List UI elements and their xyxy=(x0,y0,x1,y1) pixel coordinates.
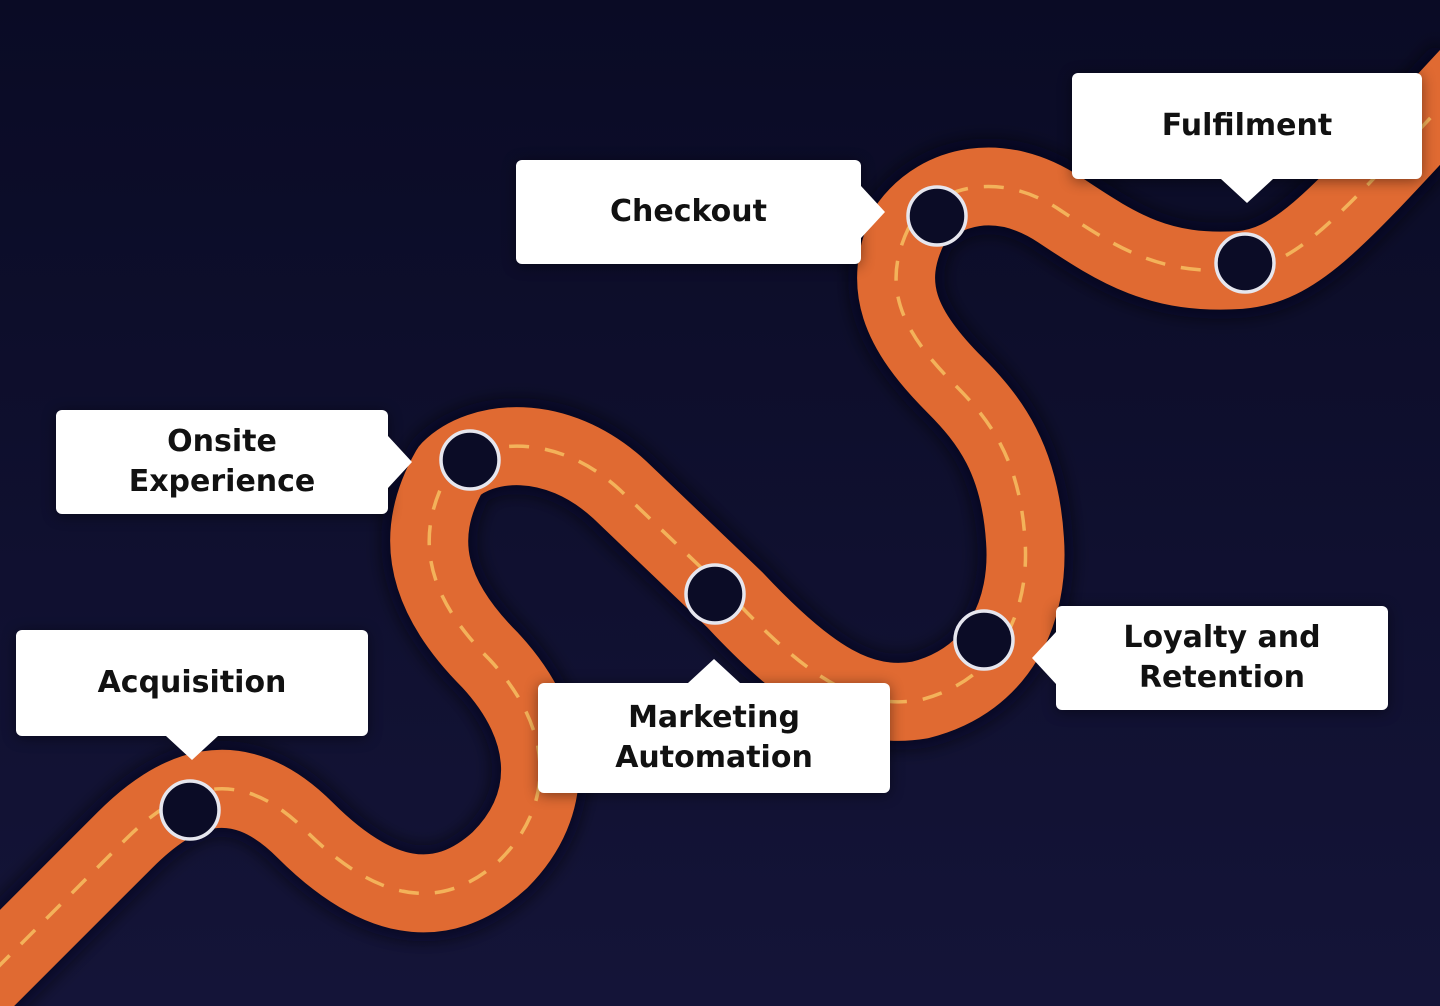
callout-onsite: Onsite Experience xyxy=(56,410,412,514)
callout-label: Loyalty and Retention xyxy=(1123,620,1321,695)
milestone-loyalty-marker xyxy=(953,609,1015,671)
callout-label: Fulfilment xyxy=(1161,108,1333,143)
callout-pointer xyxy=(388,436,412,488)
callout-fulfilment: Fulfilment xyxy=(1072,73,1422,203)
callout-label: Acquisition xyxy=(97,665,287,700)
milestone-checkout-marker xyxy=(906,185,968,247)
road-center-line xyxy=(0,104,1440,968)
milestone-fulfilment-marker xyxy=(1214,232,1276,294)
callout-pointer xyxy=(1221,179,1273,203)
callout-label: Marketing Automation xyxy=(615,700,813,775)
milestone-marketing-marker xyxy=(684,563,746,625)
callout-pointer xyxy=(166,736,218,760)
milestone-acquisition-marker xyxy=(159,779,221,841)
callout-checkout: Checkout xyxy=(516,160,885,264)
milestone-onsite-marker xyxy=(439,429,501,491)
callout-loyalty: Loyalty and Retention xyxy=(1032,606,1388,710)
callout-pointer xyxy=(688,659,740,683)
callout-marketing: Marketing Automation xyxy=(538,659,890,793)
callout-acquisition: Acquisition xyxy=(16,630,368,760)
callout-pointer xyxy=(861,186,885,238)
callout-pointer xyxy=(1032,632,1056,684)
callout-label: Checkout xyxy=(610,194,767,229)
callout-label: Onsite Experience xyxy=(128,424,316,499)
